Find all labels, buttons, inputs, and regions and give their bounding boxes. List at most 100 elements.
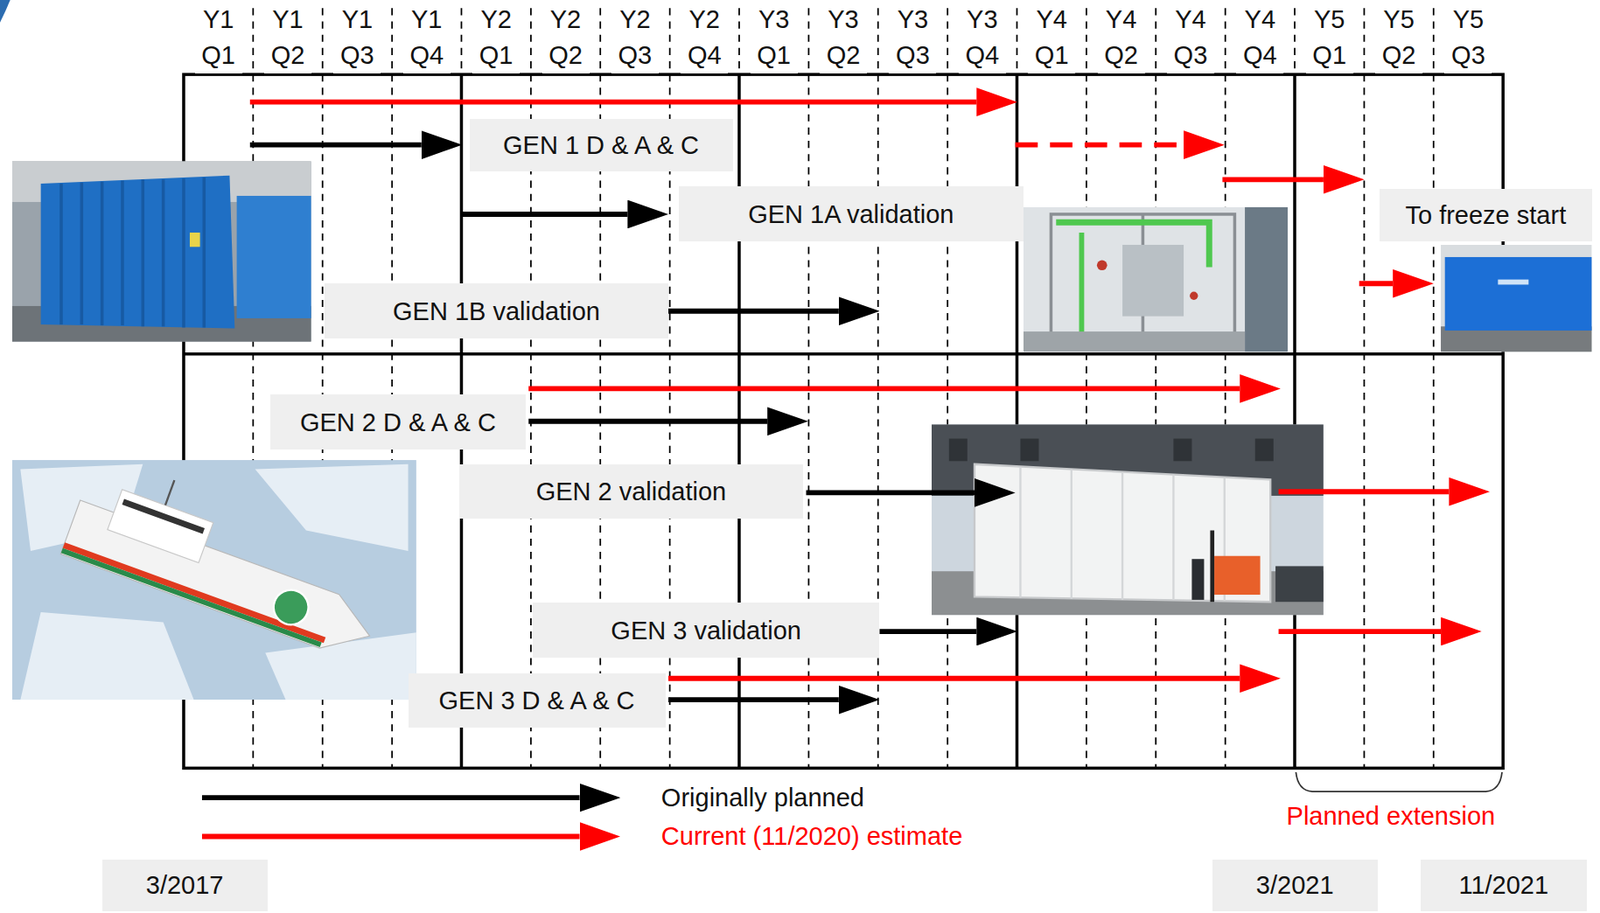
ship-photo xyxy=(12,460,417,700)
machine-photo xyxy=(1050,214,1235,348)
grid xyxy=(1363,7,1366,769)
container-truck-photo xyxy=(1019,467,1021,598)
legend-arrows xyxy=(202,834,580,840)
grid xyxy=(1432,7,1435,769)
task-label-box: GEN 1 D & A & C xyxy=(469,118,734,171)
timeline-arrows xyxy=(805,489,974,496)
machine-photo xyxy=(1079,232,1085,343)
container-photo xyxy=(120,180,124,326)
container-truck-photo xyxy=(1172,474,1174,600)
timeline-arrows xyxy=(668,697,839,703)
container-photo xyxy=(41,175,236,329)
quarter-header: Y4 Q4 xyxy=(1236,1,1284,74)
container-photo xyxy=(202,177,206,328)
ship-photo xyxy=(268,585,314,630)
task-label-box: GEN 3 validation xyxy=(532,602,881,658)
container-truck-photo xyxy=(974,464,1271,602)
timeline-arrows xyxy=(528,419,768,425)
container-photo xyxy=(141,179,145,327)
timeline-arrows xyxy=(250,102,1450,701)
container-truck-photo xyxy=(931,424,1324,615)
slide-corner xyxy=(0,0,11,23)
task-label: GEN 1A validation xyxy=(747,199,954,230)
quarter-header: Y3 Q4 xyxy=(958,1,1007,74)
container-truck-photo xyxy=(1121,472,1124,601)
slide-corner xyxy=(0,0,11,23)
machine-photo xyxy=(1122,244,1184,317)
timeline-arrows xyxy=(1222,176,1323,182)
machine-photo xyxy=(1050,214,1235,348)
extension-bracket xyxy=(1295,772,1503,792)
container-photo xyxy=(237,195,312,319)
grid xyxy=(1293,7,1296,75)
machine-photo xyxy=(1023,331,1245,352)
ship-photo xyxy=(60,500,379,664)
timeline-arrows xyxy=(1015,142,1184,148)
task-label: To freeze start xyxy=(1404,200,1566,231)
quarter-header: Y1 Q4 xyxy=(403,1,451,74)
container-photo xyxy=(100,181,104,326)
quarter-header: Y4 Q2 xyxy=(1097,1,1146,74)
container-photo xyxy=(12,160,312,342)
ship-photo xyxy=(20,612,194,700)
container-photo xyxy=(80,182,84,325)
task-label-box: GEN 1A validation xyxy=(678,186,1024,242)
date-label: 11/2021 xyxy=(1458,870,1549,901)
quarter-header: Y1 Q3 xyxy=(333,1,381,74)
machine-photo xyxy=(1023,207,1288,353)
container-truck-photo xyxy=(949,439,1274,462)
task-label-box: GEN 3 D & A & C xyxy=(408,673,666,728)
ship-photo xyxy=(12,460,417,700)
quarter-header: Y5 Q3 xyxy=(1444,1,1492,74)
timeline-arrows xyxy=(1278,489,1450,495)
container-truck-photo xyxy=(1020,439,1039,462)
timeline-arrows xyxy=(250,99,978,105)
quarter-header: Y3 Q3 xyxy=(888,1,937,74)
date-box: 3/2017 xyxy=(102,859,268,911)
quarter-header: Y2 Q2 xyxy=(542,1,590,74)
small-container-photo xyxy=(1497,279,1529,286)
container-photo xyxy=(59,183,63,325)
timeline-arrows xyxy=(461,211,628,217)
ship-photo xyxy=(107,489,214,564)
timeline-arrows xyxy=(528,386,1240,392)
container-photo xyxy=(181,178,185,328)
container-truck-photo xyxy=(1255,439,1274,462)
grid xyxy=(183,7,1503,769)
quarter-header: Y5 Q2 xyxy=(1375,1,1423,74)
grid xyxy=(183,74,1503,769)
task-label: GEN 2 validation xyxy=(536,476,727,507)
quarter-header: Y1 Q1 xyxy=(195,1,243,74)
task-label: GEN 3 D & A & C xyxy=(439,685,636,716)
container-truck-photo xyxy=(1070,469,1073,600)
ship-photo xyxy=(255,464,409,552)
date-label: 3/2021 xyxy=(1256,870,1335,901)
quarter-header: Y4 Q1 xyxy=(1027,1,1076,74)
task-label: GEN 1B validation xyxy=(392,296,601,327)
container-photo xyxy=(61,177,204,328)
grid xyxy=(461,7,463,75)
quarter-header: Y4 Q3 xyxy=(1166,1,1215,74)
date-box: 11/2021 xyxy=(1420,859,1587,911)
grid xyxy=(252,7,1433,769)
date-box: 3/2021 xyxy=(1212,859,1378,911)
small-container-photo xyxy=(1440,244,1593,352)
container-truck-photo xyxy=(1191,558,1204,601)
timeline-arrows xyxy=(879,628,977,635)
grid xyxy=(183,352,1503,356)
task-label: GEN 1 D & A & C xyxy=(503,130,699,161)
container-truck-photo xyxy=(1020,467,1224,601)
quarter-header: Y5 Q1 xyxy=(1306,1,1354,74)
small-container-photo xyxy=(1440,244,1593,352)
timeline-arrows xyxy=(668,308,839,315)
grid xyxy=(1015,74,1019,769)
container-truck-photo xyxy=(1209,531,1215,603)
quarter-header: Y2 Q4 xyxy=(680,1,728,74)
container-truck-photo xyxy=(931,424,1324,615)
legend-text: Current (11/2020) estimate xyxy=(661,821,963,852)
task-label-box: GEN 1B validation xyxy=(324,283,669,339)
container-truck-photo xyxy=(1173,439,1192,462)
extension-bracket xyxy=(1295,772,1503,792)
